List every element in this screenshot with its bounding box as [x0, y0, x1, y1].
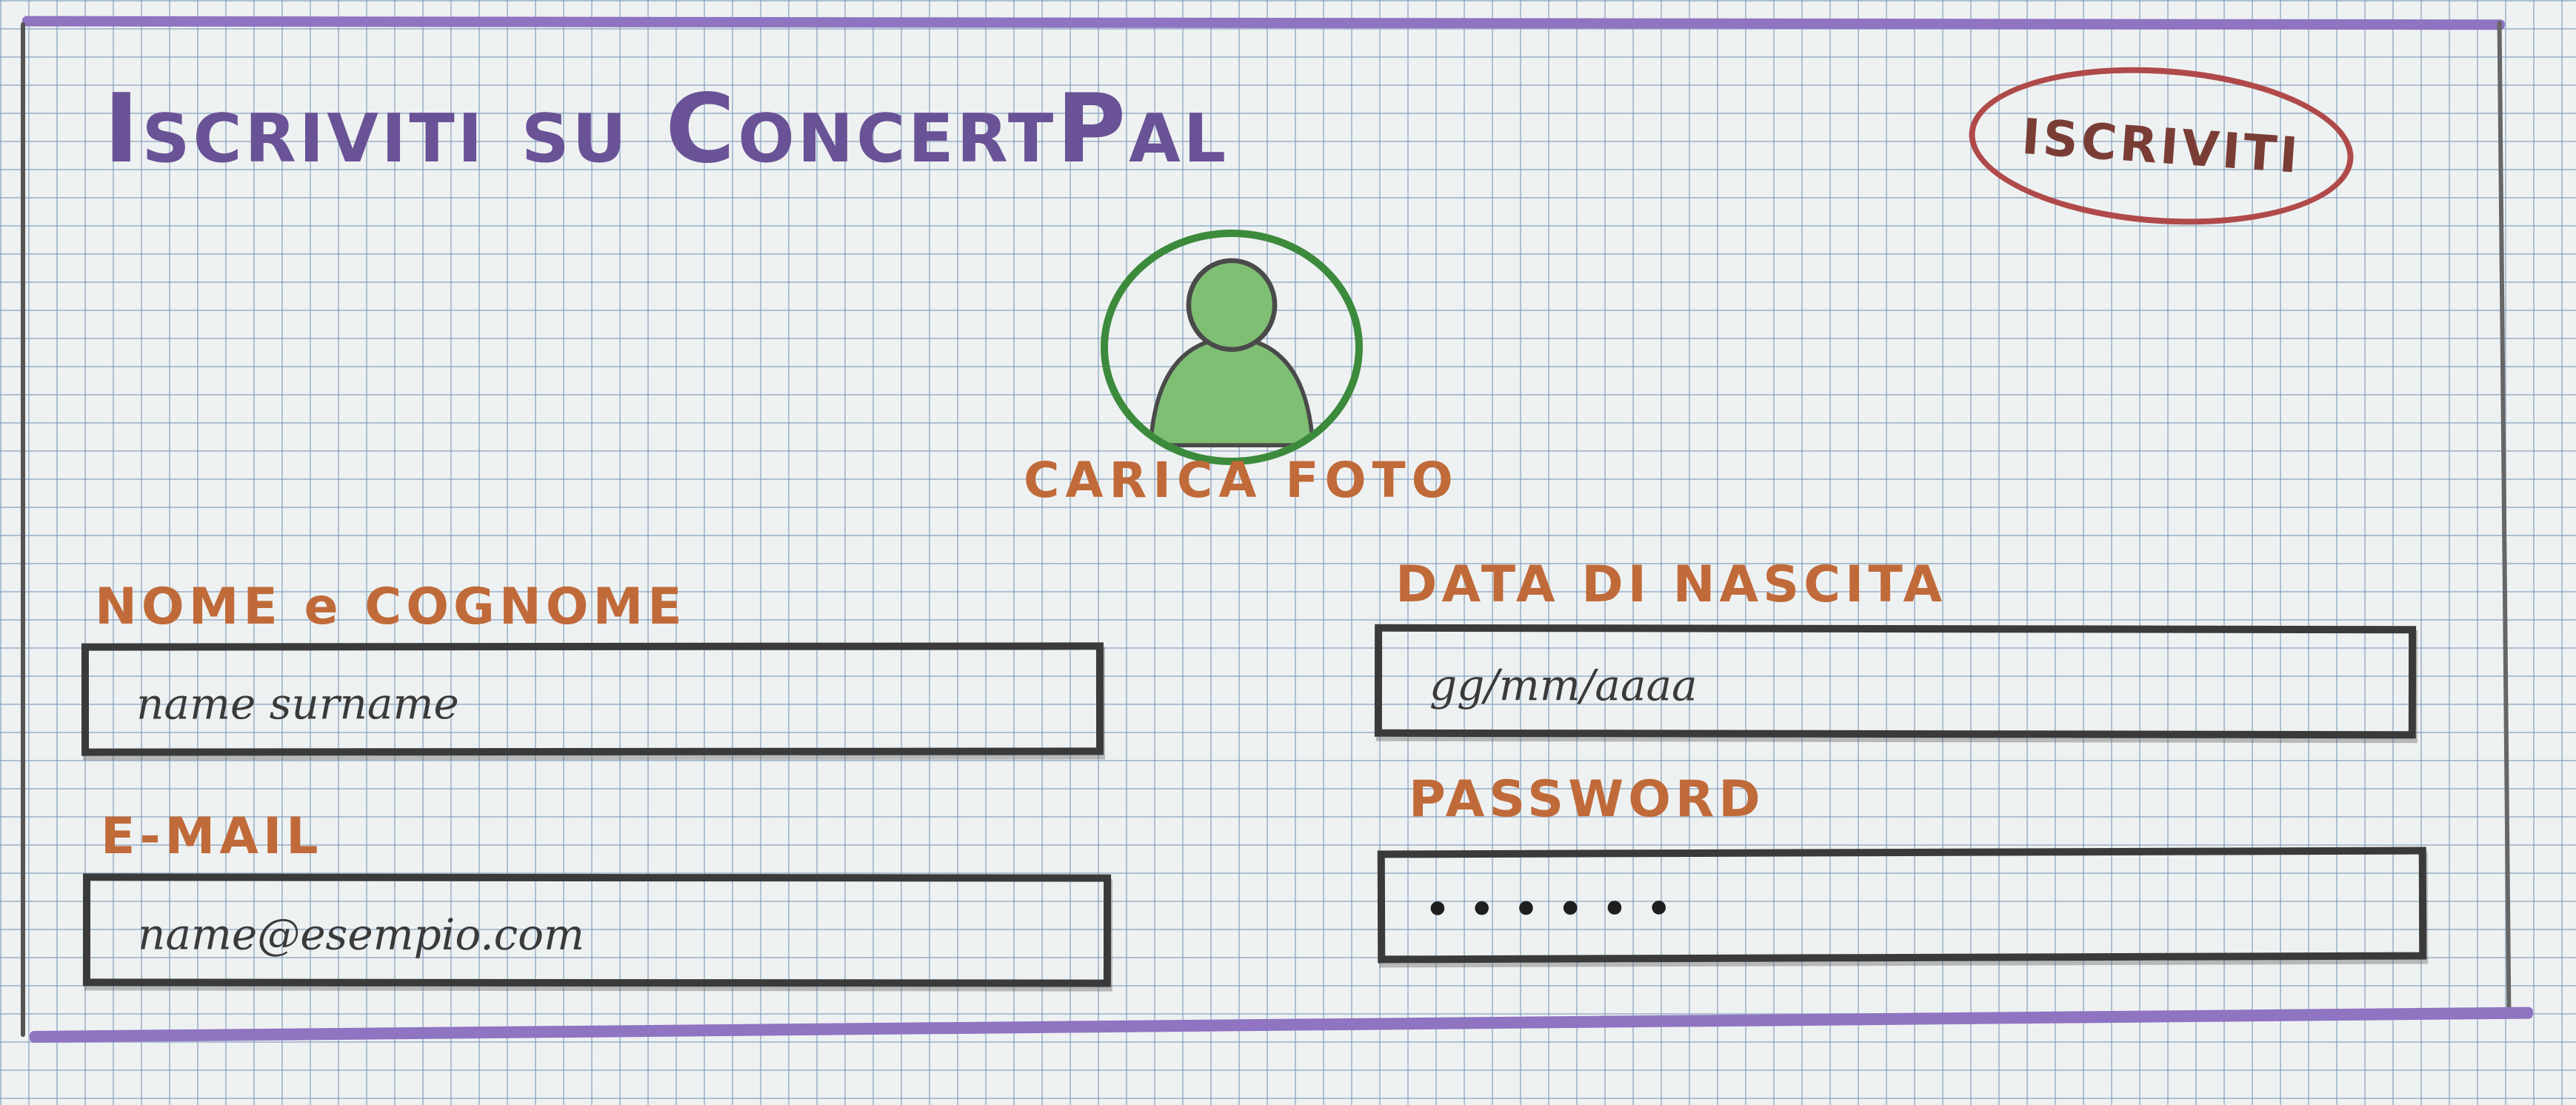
email-input[interactable]: [137, 907, 1070, 962]
frame-bottom-border: [29, 1006, 2533, 1043]
password-field[interactable]: ••••••: [1377, 847, 2427, 964]
name-field-box: [81, 642, 1104, 756]
name-label: NOME e COGNOME: [95, 578, 687, 636]
email-label: E-MAIL: [101, 807, 323, 866]
page-title: Iscriviti su ConcertPal: [104, 74, 1229, 184]
upload-photo-link[interactable]: CARICA FOTO: [1024, 452, 1459, 509]
birthdate-input[interactable]: [1429, 658, 2375, 714]
frame-right-border: [2497, 21, 2512, 1013]
email-field-box: [82, 873, 1112, 987]
frame-left-border: [21, 22, 25, 1037]
password-value: ••••••: [1423, 882, 1689, 938]
birthdate-label: DATA DI NASCITA: [1395, 555, 1947, 614]
avatar-upload[interactable]: [1101, 230, 1363, 465]
birthdate-field-box: [1374, 624, 2417, 739]
user-avatar-icon: [1148, 258, 1315, 447]
frame-top-border: [21, 16, 2506, 30]
name-input[interactable]: [136, 676, 1063, 731]
signup-button[interactable]: ISCRIVITI: [1963, 55, 2359, 237]
password-label: PASSWORD: [1409, 770, 1765, 829]
